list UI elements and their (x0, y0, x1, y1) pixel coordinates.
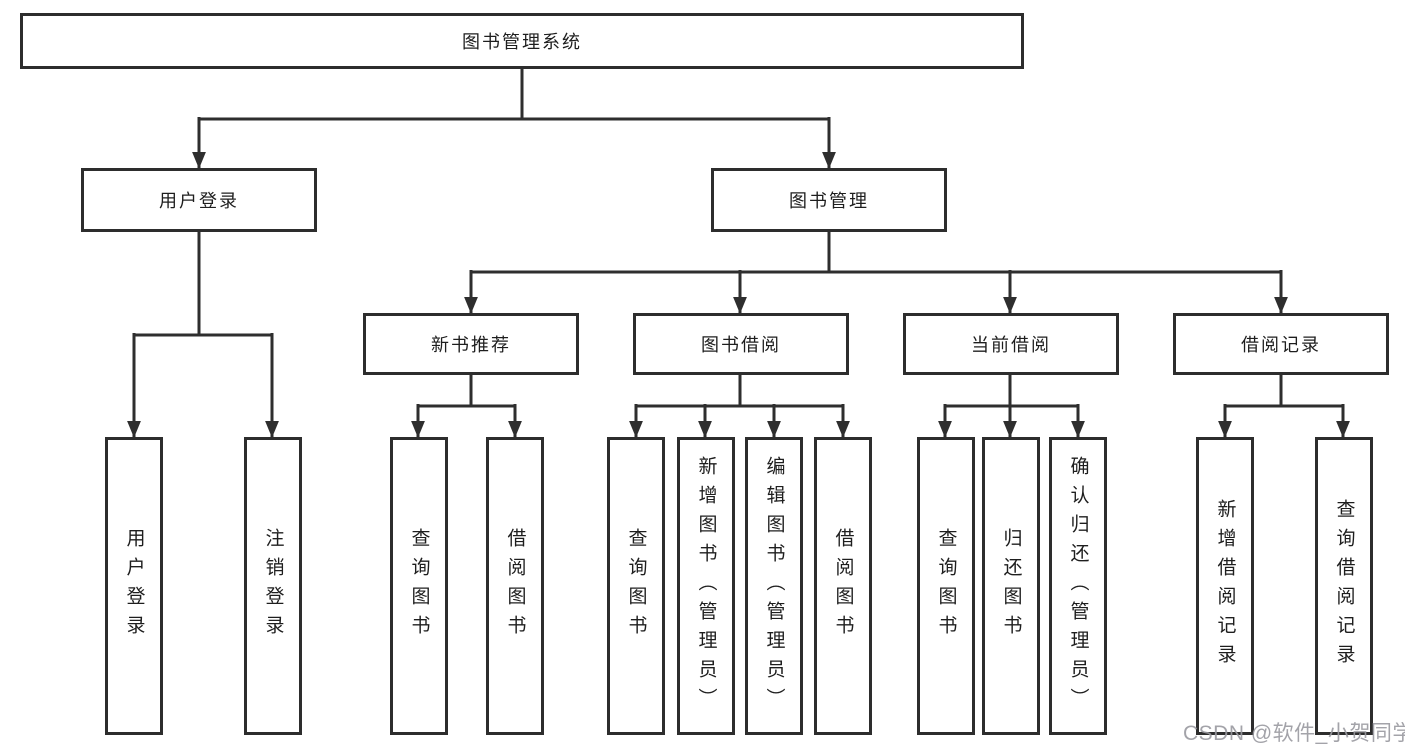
leaf-newbooks-borrow-books: 借阅图书 (486, 437, 544, 735)
leaf-records-add-record: 新增借阅记录 (1196, 437, 1254, 735)
leaf-records-query-record-label: 查询借阅记录 (1333, 499, 1355, 673)
leaf-current-query-books-label: 查询图书 (935, 528, 957, 644)
leaf-current-return-books-label: 归还图书 (1000, 528, 1022, 644)
node-book-borrowing: 图书借阅 (633, 313, 849, 375)
leaf-newbooks-query-books-label: 查询图书 (408, 528, 430, 644)
leaf-newbooks-query-books: 查询图书 (390, 437, 448, 735)
leaf-borrowing-borrow-books-label: 借阅图书 (832, 528, 854, 644)
leaf-borrowing-add-books-admin-label: 新增图书（管理员） (695, 455, 717, 717)
leaf-records-add-record-label: 新增借阅记录 (1214, 499, 1236, 673)
leaf-borrowing-edit-books-admin: 编辑图书（管理员） (745, 437, 803, 735)
node-user-login: 用户登录 (81, 168, 317, 232)
leaf-user-login-label: 用户登录 (123, 528, 145, 644)
leaf-current-confirm-return-admin: 确认归还（管理员） (1049, 437, 1107, 735)
leaf-logout: 注销登录 (244, 437, 302, 735)
node-library-management-system: 图书管理系统 (20, 13, 1024, 69)
leaf-borrowing-edit-books-admin-label: 编辑图书（管理员） (763, 455, 785, 717)
leaf-borrowing-add-books-admin: 新增图书（管理员） (677, 437, 735, 735)
leaf-records-query-record: 查询借阅记录 (1315, 437, 1373, 735)
leaf-user-login: 用户登录 (105, 437, 163, 735)
leaf-current-return-books: 归还图书 (982, 437, 1040, 735)
leaf-logout-label: 注销登录 (262, 528, 284, 644)
node-new-book-recommend: 新书推荐 (363, 313, 579, 375)
node-borrow-records: 借阅记录 (1173, 313, 1389, 375)
leaf-newbooks-borrow-books-label: 借阅图书 (504, 528, 526, 644)
node-book-management: 图书管理 (711, 168, 947, 232)
leaf-current-confirm-return-admin-label: 确认归还（管理员） (1067, 455, 1089, 717)
leaf-borrowing-borrow-books: 借阅图书 (814, 437, 872, 735)
csdn-watermark: CSDN @软件_小贺同学 (1183, 722, 1405, 745)
leaf-current-query-books: 查询图书 (917, 437, 975, 735)
leaf-borrowing-query-books-label: 查询图书 (625, 528, 647, 644)
node-current-borrowing: 当前借阅 (903, 313, 1119, 375)
leaf-borrowing-query-books: 查询图书 (607, 437, 665, 735)
